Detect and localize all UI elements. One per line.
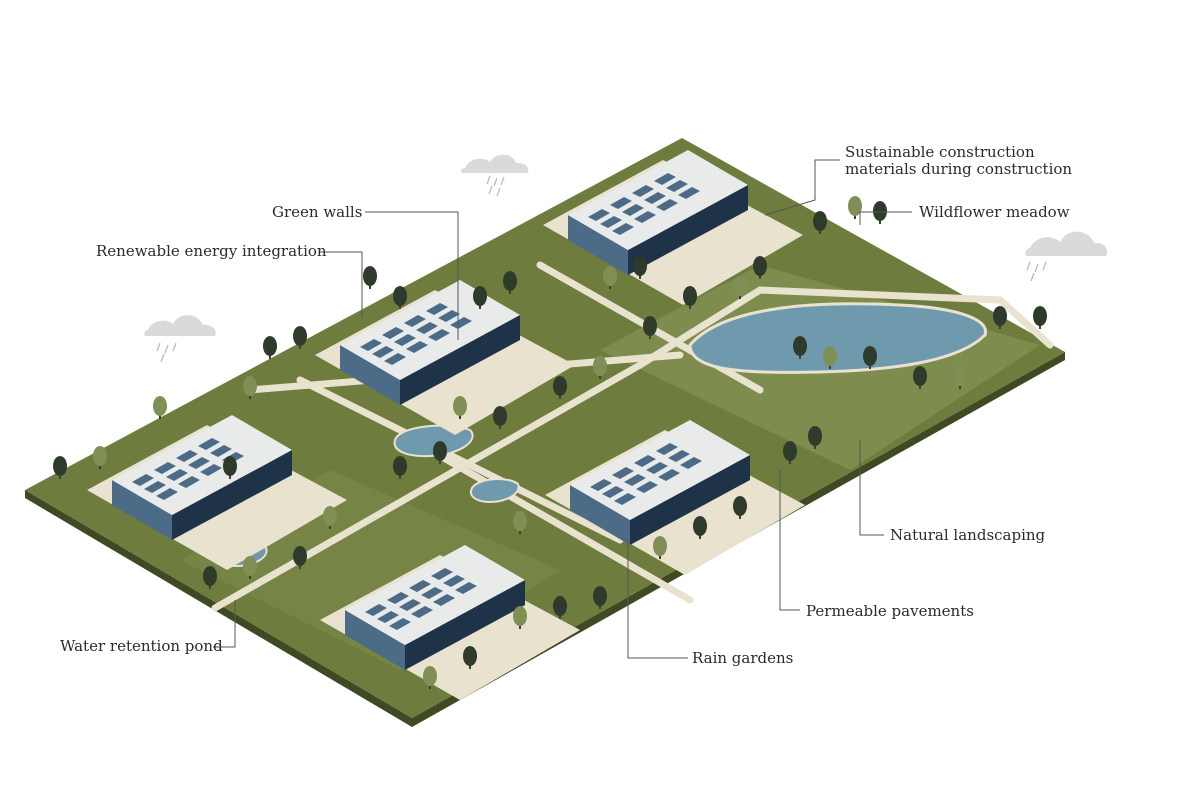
tree-icon [913,366,927,389]
label-water-retention-pond: Water retention pond [60,637,223,655]
label-wildflower-meadow: Wildflower meadow [919,203,1070,221]
tree-icon [753,256,767,279]
leader-lines [213,159,912,659]
tree-icon [593,356,607,379]
tree-icon [793,336,807,359]
tree-icon [503,271,517,294]
cloud-icon [144,315,216,363]
tree-icon [993,306,1007,329]
tree-icon [473,286,487,309]
label-natural-landscaping: Natural landscaping [890,526,1046,544]
ground-side [25,352,1065,727]
pond-icon [470,478,520,504]
building-icon [87,415,347,570]
tree-icon [693,516,707,539]
tree-icon [393,286,407,309]
tree-icon [1033,306,1047,329]
tree-icon [683,286,697,309]
label-sustainable-materials: Sustainable construction materials durin… [845,143,1073,178]
tree-icon [263,336,277,359]
building-icon [315,280,575,435]
tree-icon [553,596,567,619]
tree-icon [53,456,67,479]
tree-icon [733,496,747,519]
tree-icon [513,606,527,629]
permeable-paths [211,261,1054,612]
building-icon [320,545,580,700]
tree-icon [453,396,467,419]
tree-icon [223,456,237,479]
tree-icon [433,441,447,464]
cloud-icon [1025,231,1108,282]
trees [53,196,1047,689]
tree-icon [808,426,822,449]
tree-icon [733,276,747,299]
tree-icon [653,536,667,559]
tree-icon [93,446,107,469]
label-rain-gardens: Rain gardens [692,649,794,667]
tree-icon [643,316,657,339]
tree-icon [393,456,407,479]
label-renewable-energy: Renewable energy integration [96,242,327,260]
tree-icon [863,346,877,369]
building-icon [545,420,805,575]
label-green-walls: Green walls [272,203,363,221]
pond-icon [688,302,987,374]
tree-icon [203,566,217,589]
tree-icon [513,511,527,534]
tree-icon [783,441,797,464]
tree-icon [243,556,257,579]
tree-icon [493,406,507,429]
tree-icon [633,256,647,279]
tree-icon [463,646,477,669]
tree-icon [423,666,437,689]
tree-icon [153,396,167,419]
tree-icon [848,196,862,219]
tree-icon [553,376,567,399]
tree-icon [873,201,887,224]
cloud-icon [461,154,529,197]
tree-icon [813,211,827,234]
buildings [87,150,805,700]
tree-icon [323,506,337,529]
tree-icon [363,266,377,289]
tree-icon [953,366,967,389]
tree-icon [603,266,617,289]
tree-icon [293,326,307,349]
tree-icon [293,546,307,569]
label-permeable-pavements: Permeable pavements [806,602,974,620]
tree-icon [823,346,837,369]
tree-icon [593,586,607,609]
building-icon [543,150,803,305]
tree-icon [243,376,257,399]
